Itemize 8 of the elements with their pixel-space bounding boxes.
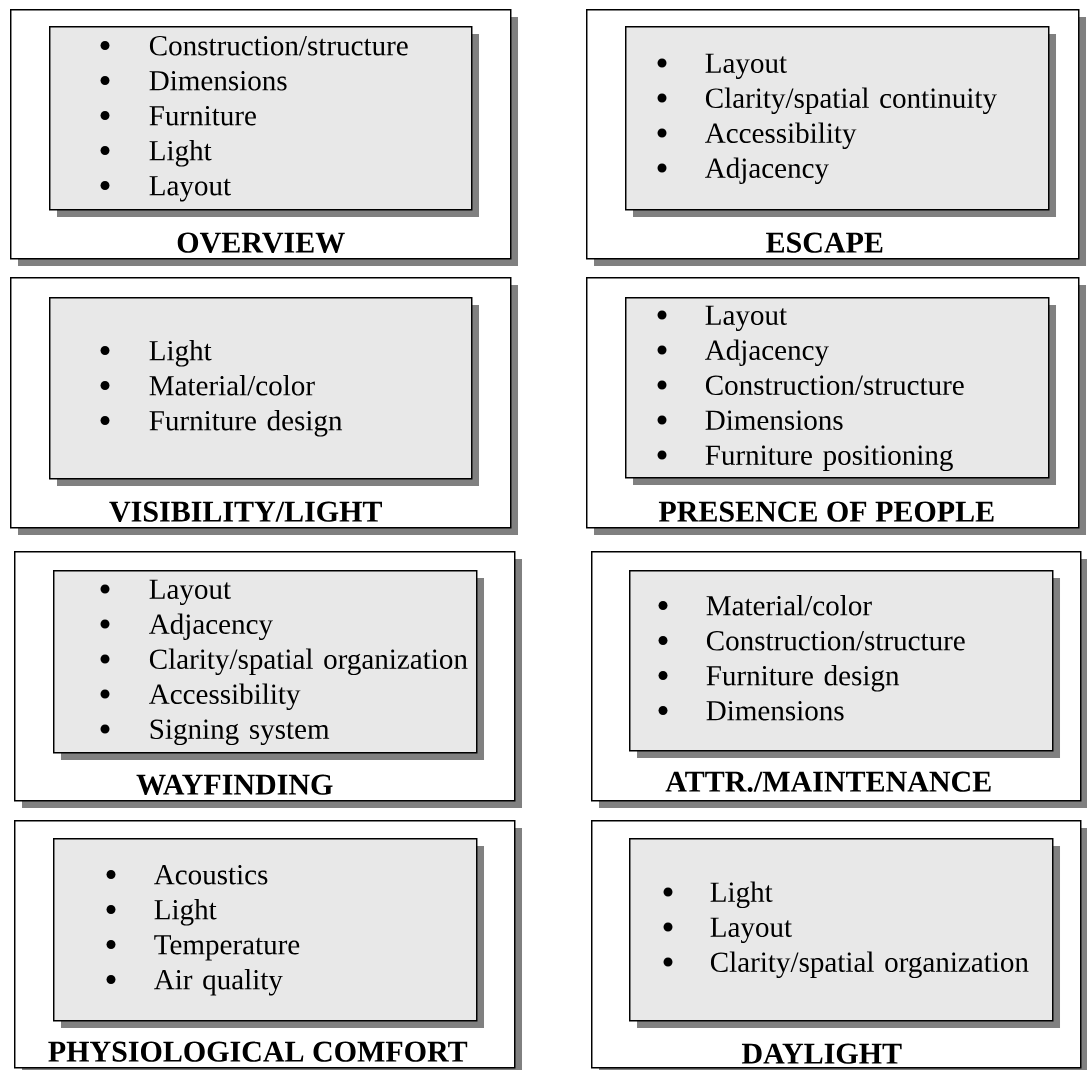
list-box: Light Layout Clarity/spatial organization [629, 838, 1060, 1028]
list-box: Layout Clarity/spatial continuity Accessibility Adjacency [625, 26, 1056, 217]
list-box: Material/color Construction/structure Furniture design Dimensions [629, 570, 1060, 758]
list-box: Layout Adjacency Construction/structure Dimensions Furniture positioning [625, 297, 1056, 485]
list-box: Construction/structure Dimensions Furniture Light Layout [49, 26, 479, 217]
list-box: Light Material/color Furniture design [49, 297, 479, 486]
list-box: Layout Adjacency Clarity/spatial organization Accessibility Signing system [53, 570, 484, 760]
list-box: Acoustics Light Temperature Air quality [53, 838, 484, 1028]
